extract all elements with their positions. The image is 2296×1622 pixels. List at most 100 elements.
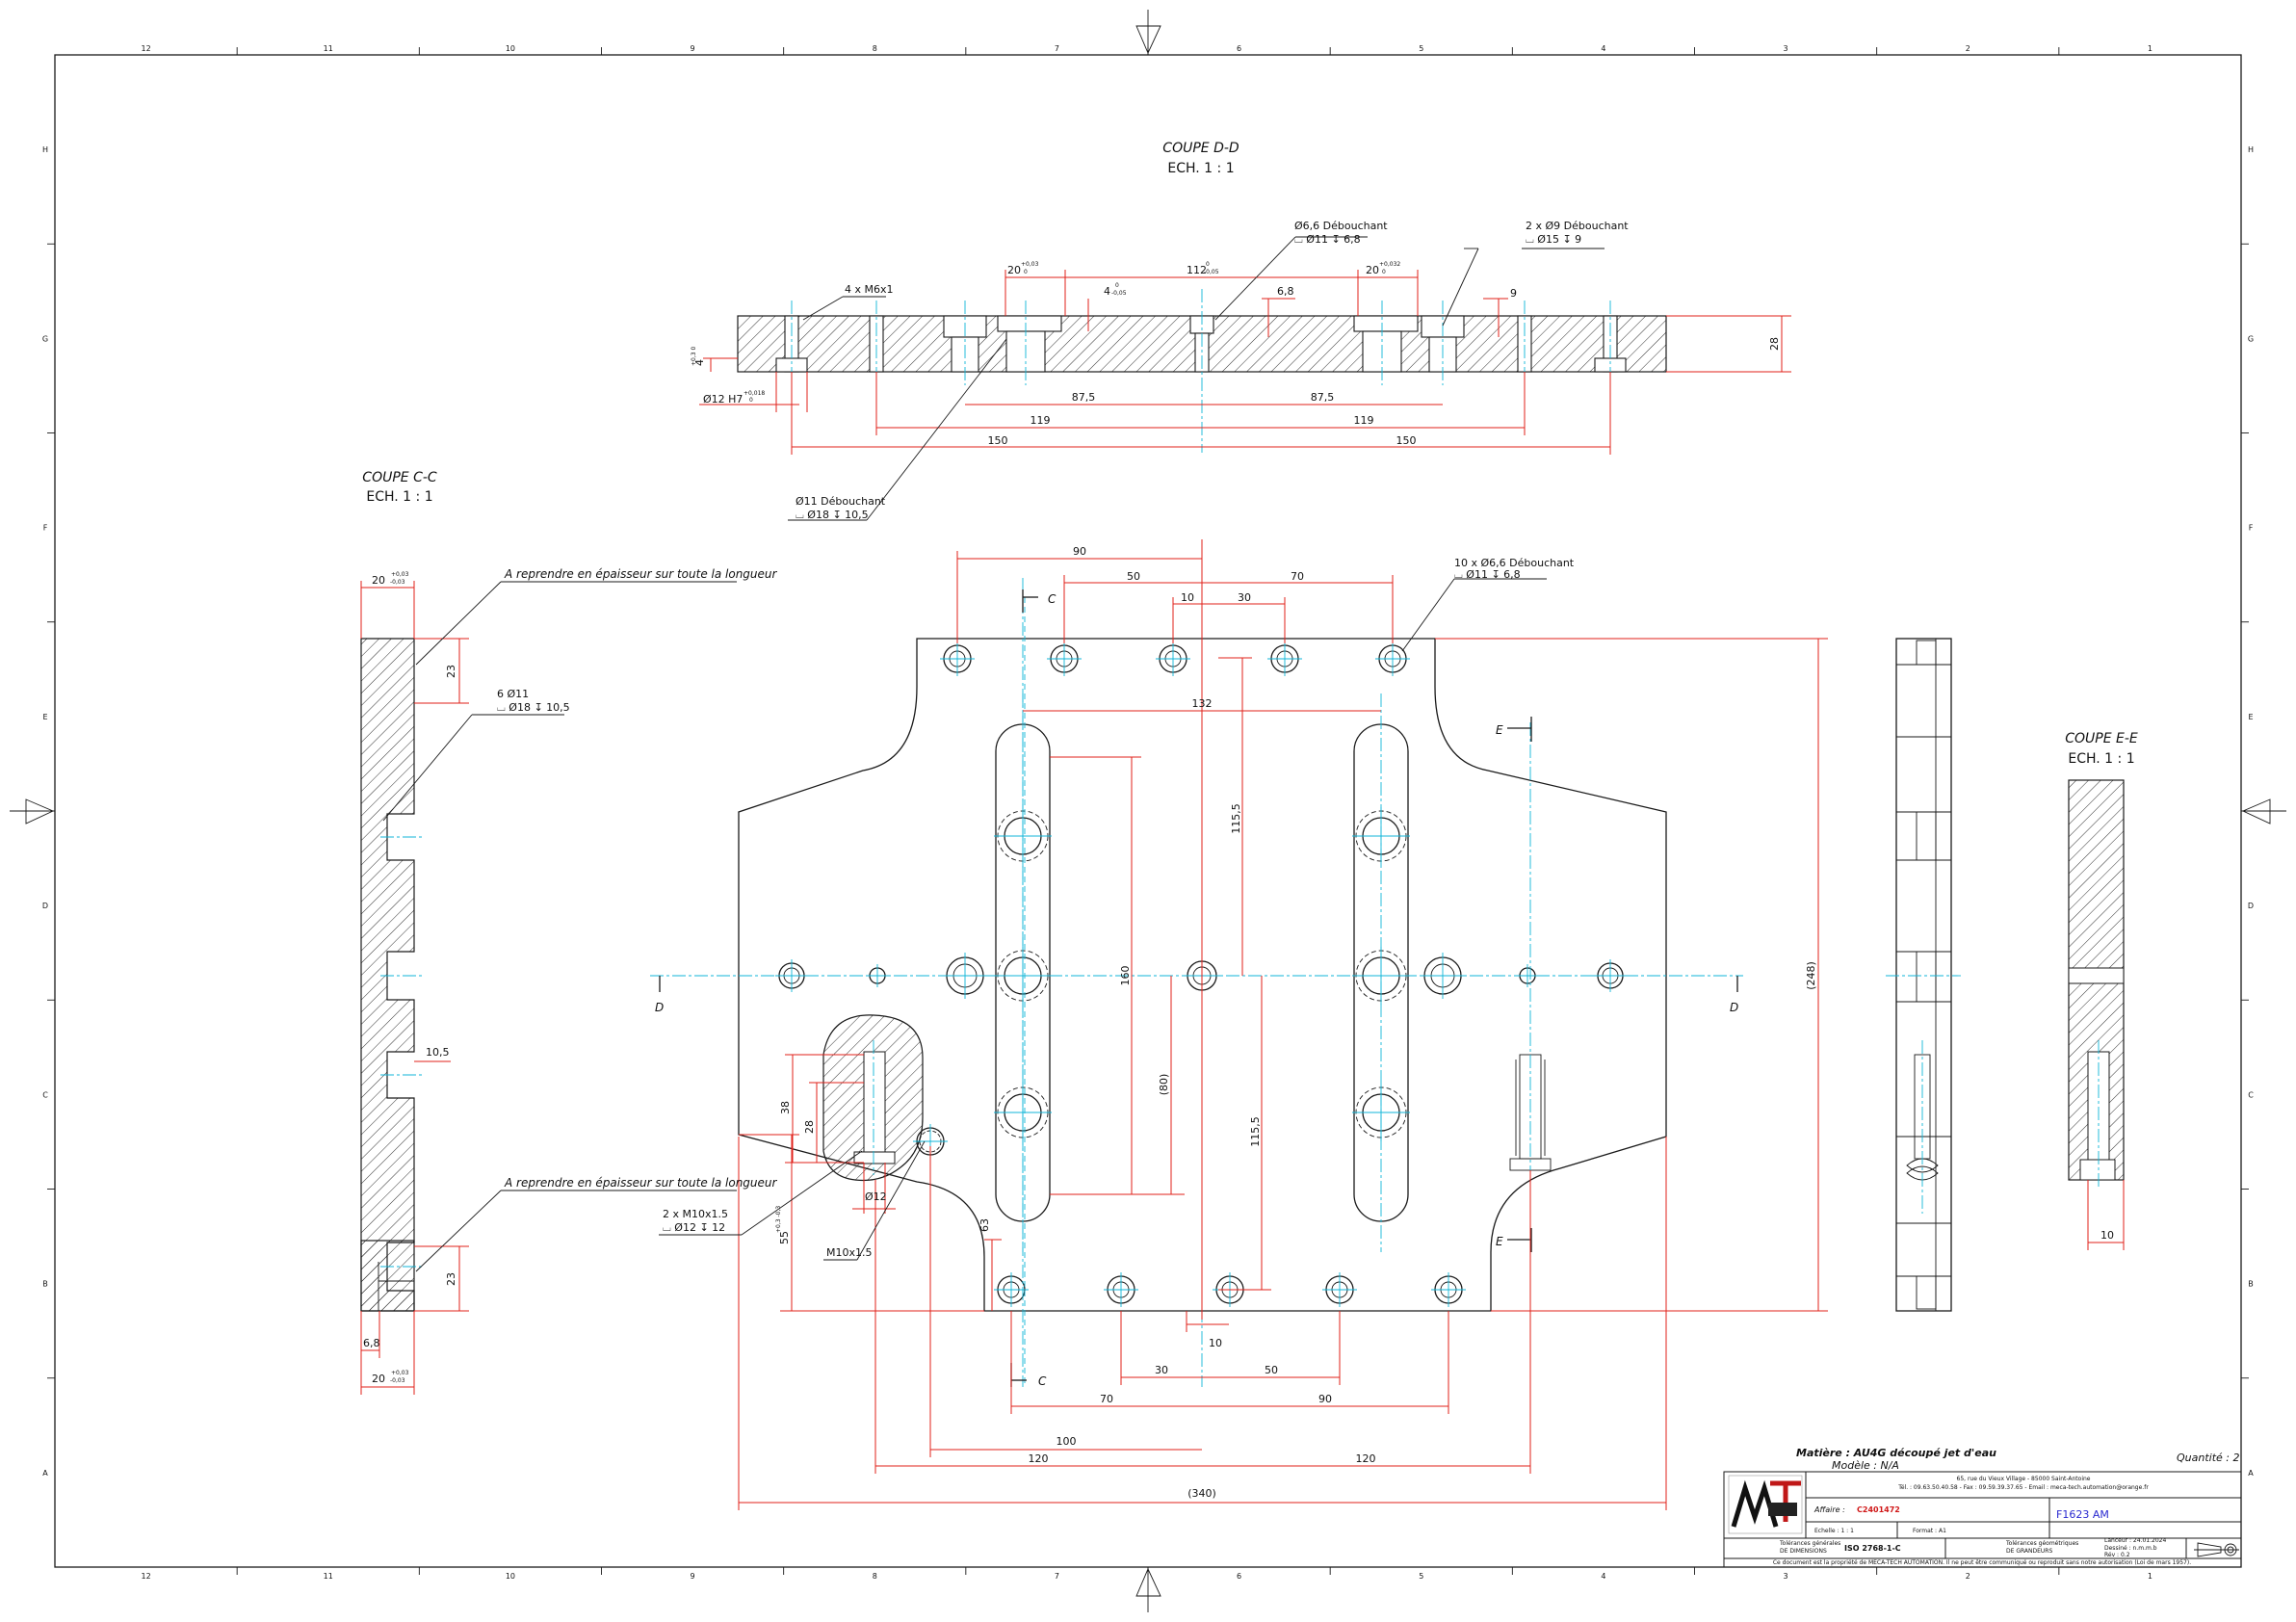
frame-zone-letter: D <box>42 902 48 910</box>
plan-dim-80: (80) <box>1158 1074 1170 1096</box>
dd-dim-20b-lo: 0 <box>1382 269 1386 275</box>
centering-mark-bottom <box>1135 1567 1161 1597</box>
dd-dim-6-8: 6,8 <box>1277 285 1294 298</box>
dd-note-hole2: 2 x Ø9 Débouchant <box>1526 220 1629 232</box>
dd-note-thread: 4 x M6x1 <box>845 283 894 296</box>
plan-dim-30-bottom: 30 <box>1155 1364 1168 1376</box>
dd-note-bore-tol-lo: 0 <box>749 397 753 404</box>
frame-zone-number: 4 <box>1601 44 1605 53</box>
frame-zone-letter: E <box>42 713 47 721</box>
plan-dim-90-top: 90 <box>1073 545 1086 558</box>
frame-zone-letter: F <box>43 524 48 533</box>
coupe-ee-title: COUPE E-E <box>2065 731 2138 746</box>
coupe-ee-scale: ECH. 1 : 1 <box>2068 751 2134 767</box>
section-mark-e-bottom: E <box>1496 1235 1503 1248</box>
frame-zone-letter: G <box>2248 334 2254 343</box>
coupe-cc-scale: ECH. 1 : 1 <box>366 489 432 505</box>
cc-dim-23a: 23 <box>445 665 457 678</box>
dd-dim-87-5b: 87,5 <box>1311 391 1335 404</box>
dd-dim-20a: 20 <box>1007 264 1021 276</box>
centering-mark-top <box>1135 25 1161 55</box>
coupe-dd-title: COUPE D-D <box>1162 141 1239 156</box>
title-tol-geo: Tolérances géométriques <box>2005 1540 2078 1547</box>
frame-zone-number: 5 <box>1419 1572 1423 1581</box>
title-part-number: F1623 AM <box>2056 1508 2109 1521</box>
frame-zone-number: 6 <box>1237 44 1241 53</box>
view-plan: C C D D E E <box>650 539 1828 1510</box>
dd-dim-4: 4 <box>1104 285 1110 298</box>
frame-zone-number: 4 <box>1601 1572 1605 1581</box>
plan-note-holes-cb: ⌴ Ø11 ↧ 6,8 <box>1454 568 1521 581</box>
section-cc-body <box>360 638 415 1312</box>
frame-zone-number: 3 <box>1784 1572 1788 1581</box>
frame-zone-letter: B <box>2248 1280 2254 1289</box>
frame-zone-number: 11 <box>324 44 333 53</box>
title-created: Lanceur : 24.01.2024 <box>2104 1537 2166 1544</box>
cc-dim-20-top-up: +0,03 <box>391 571 409 578</box>
cc-dim-6-8: 6,8 <box>363 1337 380 1349</box>
plan-dim-10-top: 10 <box>1181 591 1194 604</box>
plan-dim-100: 100 <box>1057 1435 1077 1448</box>
plan-dim-115-5a: 115,5 <box>1230 803 1242 834</box>
section-mark-e-top: E <box>1496 723 1503 737</box>
cc-note-holes-cb: ⌴ Ø18 ↧ 10,5 <box>497 701 570 714</box>
dd-dim-4-up: 0 <box>1115 282 1119 289</box>
frame-zone-letter: F <box>2249 524 2254 533</box>
title-echelle: Echelle : 1 : 1 <box>1814 1528 1854 1534</box>
frame-zone-number: 12 <box>141 44 150 53</box>
frame-zone-number: 2 <box>1966 44 1970 53</box>
cc-note-reprise-top: A reprendre en épaisseur sur toute la lo… <box>504 567 778 581</box>
plan-dim-30-top: 30 <box>1238 591 1251 604</box>
coupe-dd-scale: ECH. 1 : 1 <box>1167 161 1234 176</box>
frame-zone-number: 9 <box>691 1572 695 1581</box>
title-affaire-value: C2401472 <box>1857 1505 1900 1514</box>
coupe-cc-title: COUPE C-C <box>362 470 437 485</box>
dd-note-hole1-cb: ⌴ Ø11 ↧ 6,8 <box>1294 233 1361 246</box>
dd-note-bore-tol-up: +0,018 <box>744 390 765 397</box>
cc-note-reprise-bottom: A reprendre en épaisseur sur toute la lo… <box>504 1176 778 1190</box>
title-tol-general: Tolérances générales <box>1779 1540 1840 1547</box>
frame-zone-number: 1 <box>2148 44 2152 53</box>
plan-dim-160: 160 <box>1119 966 1132 986</box>
plan-note-thread-cb: ⌴ Ø12 ↧ 12 <box>663 1221 725 1234</box>
title-modele: Modèle : N/A <box>1832 1459 1899 1472</box>
dd-dim-112: 112 <box>1187 264 1207 276</box>
frame-zone-number: 7 <box>1055 1572 1059 1581</box>
title-tol-dims: DE DIMENSIONS <box>1780 1548 1827 1555</box>
cc-dim-23b: 23 <box>445 1272 457 1286</box>
frame-zone-number: 7 <box>1055 44 1059 53</box>
frame-zone-letter: E <box>2248 713 2253 721</box>
plan-dim-38: 38 <box>779 1101 792 1114</box>
frame-zone-letter: C <box>2248 1090 2254 1099</box>
ee-dim-10: 10 <box>2100 1229 2114 1242</box>
title-block: Matière : AU4G découpé jet d'eau Modèle … <box>1723 1447 2242 1568</box>
frame-zone-number: 6 <box>1237 1572 1241 1581</box>
frame-zone-number: 8 <box>873 44 877 53</box>
frame-zone-number: 3 <box>1784 44 1788 53</box>
frame-zone-number: 9 <box>691 44 695 53</box>
dd-dim-28: 28 <box>1768 337 1781 351</box>
slot-right <box>1353 723 1409 1222</box>
frame-zone-letter: D <box>2248 902 2254 910</box>
title-affaire-label: Affaire : <box>1813 1505 1845 1514</box>
plan-note-holes: 10 x Ø6,6 Débouchant <box>1454 557 1575 569</box>
plan-dim-340: (340) <box>1187 1487 1216 1500</box>
dd-dim-9: 9 <box>1510 287 1517 300</box>
dd-dim-20a-up: +0,03 <box>1021 261 1039 268</box>
title-quantite: Quantité : 2 <box>2177 1452 2240 1464</box>
frame-zone-number: 12 <box>141 1572 150 1581</box>
plan-dim-55-tol: +0,3 -0,3 <box>775 1206 782 1233</box>
title-format: Format : A1 <box>1913 1528 1946 1534</box>
title-tol-geo2: DE GRANDEURS <box>2006 1548 2052 1555</box>
frame-zone-letter: A <box>2248 1469 2254 1478</box>
title-rev: Rév : 0.2 <box>2104 1552 2130 1558</box>
section-mark-c-top: C <box>1048 592 1057 606</box>
dd-dim-150a: 150 <box>988 434 1008 447</box>
dd-dim-112-up: 0 <box>1206 261 1210 268</box>
view-side <box>1886 638 1961 1312</box>
dd-dim-20b-up: +0,032 <box>1379 261 1400 268</box>
cc-dim-10-5: 10,5 <box>426 1046 450 1059</box>
frame-zone-letter: G <box>42 334 48 343</box>
centering-mark-right <box>2241 798 2271 824</box>
dd-dim-4v-tol: +0,3 0 <box>691 347 697 366</box>
